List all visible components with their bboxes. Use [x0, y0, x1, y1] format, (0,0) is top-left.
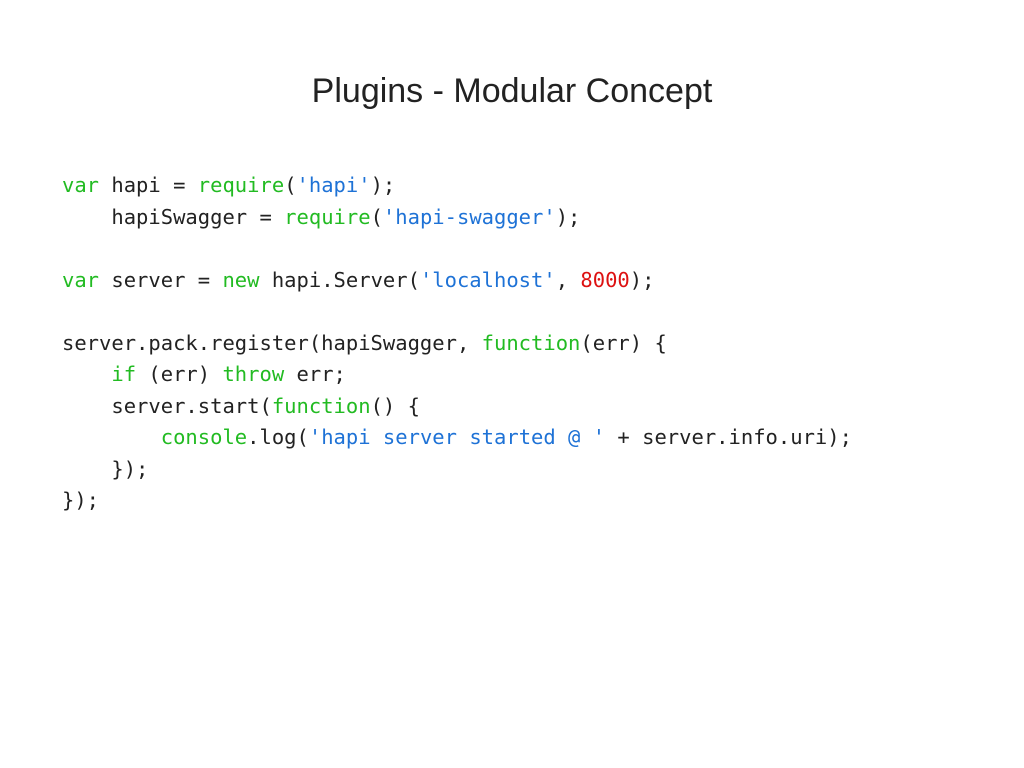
code-token-plain: (err) — [136, 362, 223, 386]
code-token-plain: hapi = — [99, 173, 198, 197]
code-token-plain: ); — [555, 204, 581, 229]
code-token-string: 'localhost' — [419, 267, 556, 292]
code-line: hapiSwagger = require('hapi-swagger'); — [62, 202, 852, 234]
code-line: server.pack.register(hapiSwagger, functi… — [62, 328, 852, 360]
code-line: var hapi = require('hapi'); — [62, 170, 852, 202]
code-line: console.log('hapi server started @ ' + s… — [62, 422, 852, 454]
code-token-plain: ( — [284, 173, 297, 197]
code-block: var hapi = require('hapi'); hapiSwagger … — [62, 170, 852, 517]
code-token-keyword: require — [197, 173, 285, 197]
code-token-keyword: var — [62, 173, 100, 197]
code-line — [62, 296, 852, 328]
code-token-plain: }); — [62, 488, 100, 512]
code-token-keyword: if — [111, 362, 137, 386]
code-line: }); — [62, 485, 852, 517]
code-token-plain: hapiSwagger = — [62, 204, 285, 229]
code-token-keyword: var — [62, 267, 100, 292]
code-token-keyword: console — [160, 425, 248, 449]
code-token-number: 8000 — [580, 267, 630, 292]
code-line: var server = new hapi.Server('localhost'… — [62, 265, 852, 297]
code-token-plain — [62, 362, 111, 386]
code-token-string: 'hapi' — [296, 173, 371, 197]
code-token-plain: ); — [629, 267, 655, 292]
code-token-plain: server = — [99, 267, 223, 292]
code-token-keyword: function — [271, 393, 371, 418]
code-line: server.start(function() { — [62, 391, 852, 423]
code-token-string: 'hapi server started @ ' — [308, 425, 606, 449]
code-token-plain: ( — [370, 204, 383, 229]
code-token-plain: hapi.Server( — [259, 267, 420, 292]
code-token-keyword: new — [222, 267, 260, 292]
code-token-plain: + server.info.uri); — [605, 425, 852, 449]
code-token-plain — [62, 425, 161, 449]
code-token-plain: server.start( — [62, 393, 272, 418]
code-token-plain: err; — [284, 362, 346, 386]
code-token-plain: ); — [370, 173, 396, 197]
code-token-keyword: function — [481, 330, 581, 355]
slide-title: Plugins - Modular Concept — [311, 72, 713, 110]
code-line — [62, 233, 852, 265]
code-line: }); — [62, 454, 852, 486]
code-token-plain: .log( — [247, 425, 309, 449]
code-token-keyword: throw — [222, 362, 285, 386]
code-line: if (err) throw err; — [62, 359, 852, 391]
code-token-plain: , — [555, 267, 581, 292]
code-token-plain: (err) { — [580, 330, 667, 355]
code-token-plain: () { — [370, 393, 420, 418]
code-token-plain: }); — [62, 456, 149, 481]
code-token-plain: server.pack.register(hapiSwagger, — [62, 330, 482, 355]
code-token-keyword: require — [284, 204, 371, 229]
code-token-string: 'hapi-swagger' — [382, 204, 556, 229]
